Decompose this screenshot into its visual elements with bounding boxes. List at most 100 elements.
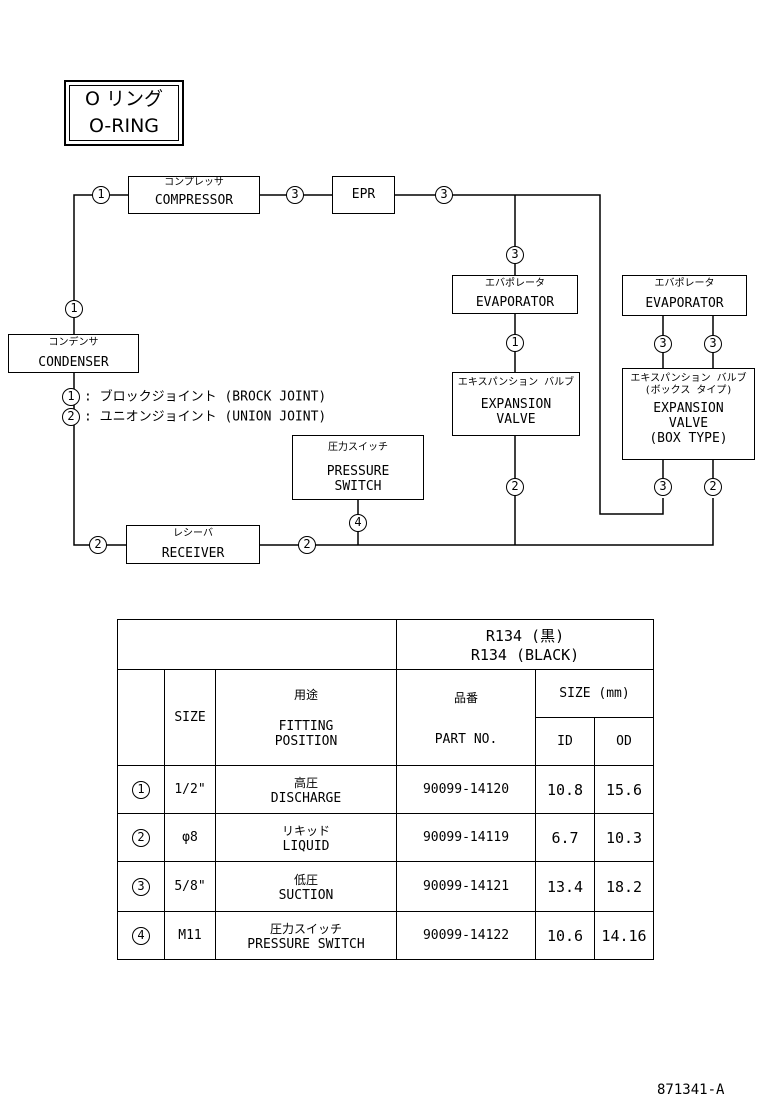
pressure-switch-en2: SWITCH: [334, 479, 382, 494]
marker-1-compressor-left: 1: [92, 186, 110, 204]
box-valve-jp1: エキスパンション バルブ: [630, 373, 747, 384]
row-1-size: 1/2": [164, 765, 216, 814]
marker-3-evap1: 3: [506, 246, 524, 264]
row-4-part: 90099-14122: [396, 911, 536, 960]
condenser-jp: コンデンサ: [48, 337, 99, 348]
row-num-cell: 3: [117, 861, 165, 912]
row-num-cell: 4: [117, 911, 165, 960]
refrigerant-en: R134 (BLACK): [470, 646, 580, 664]
legend-marker-1: 1: [62, 388, 80, 406]
row-1-id: 10.8: [535, 765, 595, 814]
marker-3-evap2-a: 3: [654, 335, 672, 353]
title-en: O-RING: [88, 115, 160, 137]
col-id-header: ID: [535, 717, 595, 766]
legend-block-joint: 1: ブロックジョイント (BROCK JOINT): [62, 388, 326, 407]
title-frame: O リング O-RING: [64, 80, 184, 146]
row-2-id: 6.7: [535, 813, 595, 862]
expansion-valve-jp: エキスパンション バルブ: [457, 377, 575, 388]
compressor-jp: コンプレッサ: [164, 177, 224, 188]
row-4-od: 14.16: [594, 911, 654, 960]
expansion-valve-en1: EXPANSION: [480, 397, 552, 412]
refrigerant-jp: R134 (黒): [485, 627, 565, 645]
refrigerant-header: R134 (黒) R134 (BLACK): [396, 619, 654, 670]
row-2-en: LIQUID: [282, 838, 330, 854]
marker-2-receiver-left: 2: [89, 536, 107, 554]
receiver-jp: レシーバ: [173, 528, 213, 539]
row-3-jp: 低圧: [293, 872, 318, 887]
evaporator-1-box: エバポレータ EVAPORATOR: [452, 275, 578, 314]
box-valve-en3: (BOX TYPE): [649, 431, 728, 446]
row-num-cell: 2: [117, 813, 165, 862]
legend-text-2: : ユニオンジョイント (UNION JOINT): [84, 409, 327, 425]
line-epr-right: [395, 194, 664, 515]
row-3-part: 90099-14121: [396, 861, 536, 912]
row-3-size: 5/8": [164, 861, 216, 912]
pipe-lines: [73, 194, 714, 546]
col-fitting-header: 用途 FITTING POSITION: [215, 669, 397, 766]
row-4-fitting: 圧力スイッチ PRESSURE SWITCH: [215, 911, 397, 960]
condenser-en: CONDENSER: [38, 355, 109, 370]
row-1-od: 15.6: [594, 765, 654, 814]
evaporator-2-box: エバポレータ EVAPORATOR: [622, 275, 747, 316]
box-valve-jp2: (ボックス タイプ): [644, 385, 733, 396]
table-row: 4 M11 圧力スイッチ PRESSURE SWITCH 90099-14122…: [117, 911, 654, 960]
row-4-size: M11: [164, 911, 216, 960]
col-part-header: 品番 PART NO.: [396, 669, 536, 766]
row-3-od: 18.2: [594, 861, 654, 912]
evaporator-2-en: EVAPORATOR: [645, 296, 724, 311]
row-2-od: 10.3: [594, 813, 654, 862]
row-1-en: DISCHARGE: [270, 790, 342, 806]
condenser-box: コンデンサ CONDENSER: [8, 334, 139, 373]
size-mm-header: SIZE (mm): [535, 669, 654, 718]
row-2-marker: 2: [132, 828, 150, 847]
epr-label: EPR: [351, 187, 376, 202]
receiver-en: RECEIVER: [161, 546, 225, 561]
expansion-valve-box: エキスパンション バルブ EXPANSION VALVE: [452, 372, 580, 436]
evaporator-1-jp: エバポレータ: [485, 278, 545, 289]
title-inner: O リング O-RING: [69, 85, 179, 141]
evaporator-1-en: EVAPORATOR: [475, 295, 555, 310]
compressor-en: COMPRESSOR: [154, 193, 234, 208]
line-condenser-receiver: [73, 373, 126, 546]
marker-1-condenser: 1: [65, 300, 83, 318]
evaporator-2-jp: エバポレータ: [654, 278, 715, 289]
table-row: 1 1/2" 高圧 DISCHARGE 90099-14120 10.8 15.…: [117, 765, 654, 814]
expansion-valve-box-type: エキスパンション バルブ (ボックス タイプ) EXPANSION VALVE …: [622, 368, 755, 460]
row-3-marker: 3: [132, 877, 150, 896]
row-num-cell: 1: [117, 765, 165, 814]
line-compressor-condenser: [73, 194, 128, 334]
row-2-size: φ8: [164, 813, 216, 862]
marker-3-evap2-b: 3: [704, 335, 722, 353]
pressure-switch-box: 圧力スイッチ PRESSURE SWITCH: [292, 435, 424, 500]
col-size-header: SIZE: [164, 669, 216, 766]
col-od-header: OD: [594, 717, 654, 766]
legend-marker-2: 2: [62, 408, 80, 426]
fitting-en2: POSITION: [274, 734, 338, 749]
pressure-switch-jp: 圧力スイッチ: [328, 442, 388, 453]
marker-4-pressure-switch: 4: [349, 514, 367, 532]
box-valve-en2: VALVE: [668, 416, 709, 431]
line-receiver-right: [260, 498, 714, 546]
fitting-en1: FITTING: [278, 719, 334, 734]
part-jp: 品番: [453, 690, 478, 705]
row-4-en: PRESSURE SWITCH: [247, 936, 365, 952]
row-2-fitting: リキッド LIQUID: [215, 813, 397, 862]
row-1-marker: 1: [132, 780, 150, 799]
row-2-jp: リキッド: [281, 823, 330, 838]
marker-1-expansion: 1: [506, 334, 524, 352]
row-2-part: 90099-14119: [396, 813, 536, 862]
marker-2-receiver-right: 2: [298, 536, 316, 554]
fitting-jp: 用途: [293, 688, 318, 702]
row-3-fitting: 低圧 SUCTION: [215, 861, 397, 912]
table-blank-header: [117, 619, 397, 670]
row-3-en: SUCTION: [278, 887, 334, 903]
marker-3-compressor-epr: 3: [286, 186, 304, 204]
marker-3-epr-right: 3: [435, 186, 453, 204]
part-en: PART NO.: [434, 731, 498, 747]
spec-table: R134 (黒) R134 (BLACK) SIZE 用途 FITTING PO…: [117, 619, 654, 960]
row-3-id: 13.4: [535, 861, 595, 912]
figure-code: 871341-A: [657, 1082, 725, 1098]
table-row: 2 φ8 リキッド LIQUID 90099-14119 6.7 10.3: [117, 813, 654, 862]
row-4-jp: 圧力スイッチ: [269, 921, 342, 936]
legend-text-1: : ブロックジョイント (BROCK JOINT): [84, 389, 327, 405]
